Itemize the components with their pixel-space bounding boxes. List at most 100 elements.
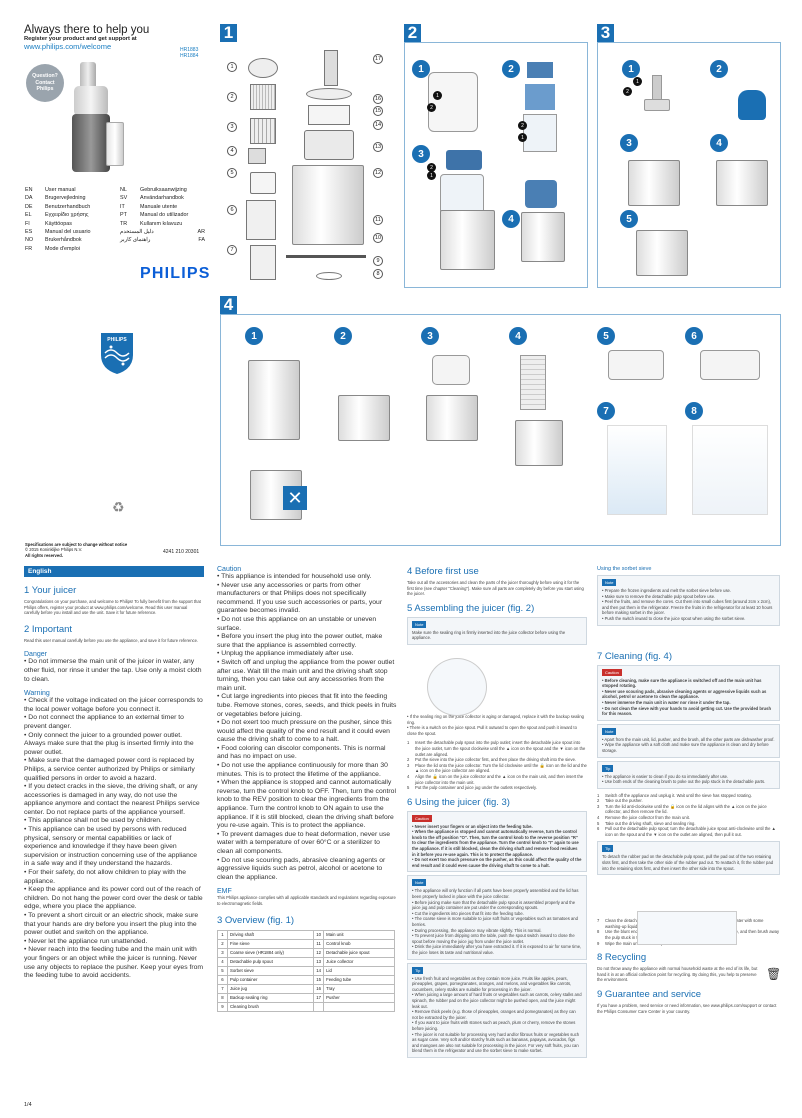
list-item: Use both ends of the cleaning brush to p… <box>602 779 775 785</box>
support-url[interactable]: www.philips.com/welcome <box>24 42 112 51</box>
figure-2-machine <box>440 210 495 270</box>
step-marker: 1 <box>427 171 436 180</box>
model-1: HR1883 <box>180 47 199 53</box>
figure-1-callout: 16 <box>373 94 383 104</box>
s7-tip-box: Tip The appliance is easier to clean if … <box>597 760 780 789</box>
tip-tag: Tip <box>602 845 614 853</box>
list-item: The juicer is not suitable for processin… <box>412 1032 582 1054</box>
brush-illustration <box>692 425 768 515</box>
s6-title: 6 Using the juicer (fig. 3) <box>407 796 510 808</box>
manual-column-4: Using the sorbet sieve Note Prepare the … <box>597 566 782 1014</box>
list-item: Remove thick peels (e.g. those of pineap… <box>412 1009 582 1020</box>
figure-1-callout: 10 <box>373 233 383 243</box>
tip-tag: Tip <box>412 966 424 974</box>
list-item: The appliance is easier to clean if you … <box>602 774 775 780</box>
caution-tag: Caution <box>412 814 432 822</box>
header-title: Always there to help you <box>24 24 150 36</box>
note-tag: Note <box>602 579 617 586</box>
s6-tip-list: Use fresh fruit and vegetables as they c… <box>412 976 582 1054</box>
list-item: Do not connect the appliance to an exter… <box>24 714 204 731</box>
list-item: Do not use this appliance on an unstable… <box>217 616 397 633</box>
caution-title: Caution <box>217 566 242 573</box>
list-item: The coarse sieve is more suitable to jui… <box>412 916 582 927</box>
step-marker: 2 <box>427 163 436 172</box>
faucet-illustration <box>607 425 667 515</box>
list-item: Peel the fruits, and remove the cores. C… <box>602 599 775 616</box>
list-item: Unplug the appliance immediately after u… <box>217 650 397 659</box>
philips-shield-logo: PHILIPS <box>99 331 135 375</box>
crossed-bin-icon: 🗑 <box>766 967 782 982</box>
language-tab: English <box>24 566 204 577</box>
figure-3-machine <box>716 160 768 206</box>
s7-tip2-box: Tip To detach the rubber pad on the deta… <box>597 841 780 876</box>
list-item: Never reach into the feeding tube and th… <box>24 946 204 980</box>
copyright-block: Specifications are subject to change wit… <box>25 542 127 558</box>
danger-list: Do not immerse the main unit of the juic… <box>24 658 204 684</box>
figure-1-callout: 3 <box>227 122 237 132</box>
hand-icon <box>738 90 766 120</box>
list-item: This appliance can be used by persons wi… <box>24 826 204 869</box>
list-item: The appliance will only function if all … <box>412 888 582 899</box>
figure-1-callout: 4 <box>227 146 237 156</box>
list-item: Wipe the appliance with a soft cloth and… <box>602 742 775 753</box>
list-item: Before juicing make sure that the detach… <box>412 900 582 911</box>
figure-3-step: 5 <box>620 210 638 228</box>
s2-title: 2 Important <box>24 623 73 635</box>
list-item: Do not exert too much pressure on the pu… <box>412 857 582 868</box>
question-line-2: Contact <box>35 79 55 86</box>
no-water-icon: ✕ <box>283 486 307 510</box>
s7-tip2: To detach the rubber pad on the detachab… <box>602 854 774 871</box>
figure-1-callout: 17 <box>373 54 383 64</box>
emf-title: EMF <box>217 888 232 896</box>
figure-1-callout: 8 <box>373 269 383 279</box>
sorbet-title: Using the sorbet sieve <box>597 566 652 572</box>
figure-2-step: 2 <box>502 60 520 78</box>
caution-list: This appliance is intended for household… <box>217 573 397 882</box>
warning-list: Check if the voltage indicated on the ju… <box>24 697 204 981</box>
figure-3-step: 4 <box>710 134 728 152</box>
step-marker: 2 <box>427 103 436 112</box>
s9-body: If you have a problem, need service or n… <box>597 1002 777 1014</box>
page-number: 1/4 <box>24 1102 32 1108</box>
sorbet-note-box: Note Prepare the frozen ingredients and … <box>597 575 780 626</box>
s6-note-list: The appliance will only function if all … <box>412 888 582 955</box>
list-item: Never let the appliance run unattended. <box>24 938 204 947</box>
list-item: Cut the ingredients into pieces that fit… <box>412 911 582 917</box>
figure-4-spout <box>608 350 664 380</box>
figure-4-machine <box>515 420 563 466</box>
list-item: There is a switch on the juice spout. Pu… <box>407 725 587 736</box>
figure-4-number: 4 <box>220 295 237 314</box>
figure-1-callout: 7 <box>227 245 237 255</box>
figure-4-step: 7 <box>597 402 615 420</box>
list-item: This appliance shall not be used by chil… <box>24 817 204 826</box>
step-marker: 2 <box>623 87 632 96</box>
caution-tag: Caution <box>602 668 622 676</box>
list-item: For their safety, do not allow children … <box>24 869 204 886</box>
figure-4-step: 8 <box>685 402 703 420</box>
figure-1-callout: 13 <box>373 142 383 152</box>
rubber-pad-illustration <box>637 911 737 945</box>
question-badge[interactable]: Question? Contact Philips <box>26 64 64 102</box>
emf-body: This Philips appliance complies with all… <box>217 895 396 906</box>
danger-title: Danger <box>24 651 47 659</box>
figure-2-step: 1 <box>412 60 430 78</box>
s7-note-box: Note Apart from the main unit, lid, push… <box>597 723 780 758</box>
s8-title: 8 Recycling <box>597 952 647 964</box>
model-2: HR1884 <box>180 53 199 59</box>
figure-3-step: 3 <box>620 134 638 152</box>
